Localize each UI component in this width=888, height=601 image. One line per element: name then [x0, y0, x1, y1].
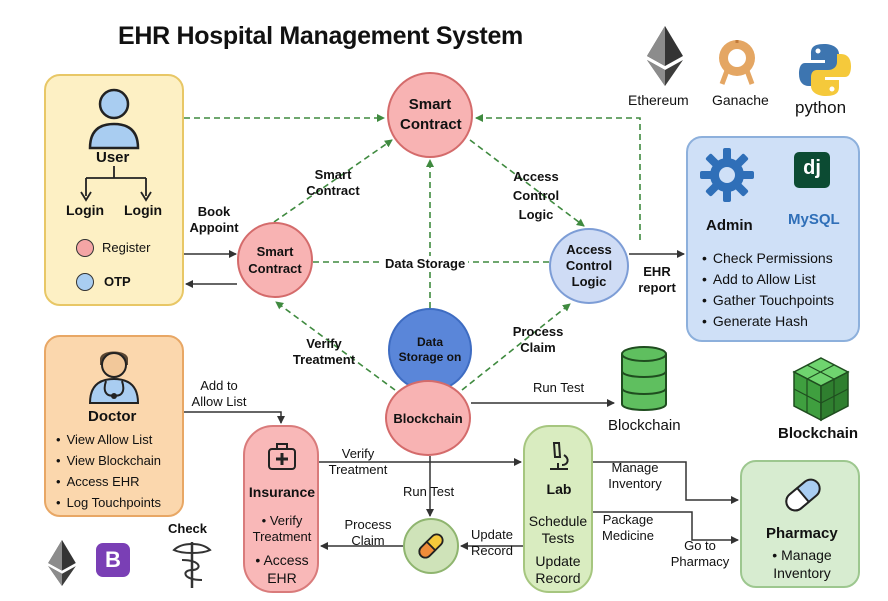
- insurance-title: Insurance: [248, 484, 316, 500]
- admin-item: •Gather Touchpoints: [702, 292, 835, 308]
- edge-label-check: Check: [168, 521, 208, 536]
- lab-item-update: Update Record: [535, 553, 581, 586]
- edge-label-smart-contract: Smart Contract: [306, 167, 360, 198]
- edge-add-allow: [184, 411, 285, 424]
- doctor-item: •View Allow List: [56, 432, 153, 447]
- ethereum-icon: [647, 26, 683, 86]
- doctor-item: •Access EHR: [56, 474, 140, 489]
- edge-label-process-claim-2: Process Claim: [344, 517, 392, 548]
- admin-panel: dj Admin MySQL •Check Permissions •Add t…: [686, 136, 860, 342]
- smart-contract-left-node[interactable]: Smart Contract: [237, 222, 313, 298]
- edge-label-book-appoint: Book Appoint: [189, 204, 239, 235]
- access-control-node[interactable]: Access Control Logic: [549, 228, 629, 304]
- edge-label-manage-inventory: Manage Inventory: [608, 460, 662, 491]
- ethereum-icon: [48, 540, 76, 586]
- ganache-icon: [719, 40, 755, 85]
- ethereum-label: Ethereum: [628, 92, 689, 108]
- doctor-list: •View Allow List •View Blockchain •Acces…: [56, 429, 161, 513]
- doctor-item: •Log Touchpoints: [56, 495, 162, 510]
- insurance-item-verify: • Verify Treatment: [252, 513, 312, 544]
- bootstrap-icon: B: [96, 543, 130, 577]
- edge-label-verify-treatment: Verify Treatment: [292, 336, 356, 367]
- register-label[interactable]: Register: [102, 240, 151, 255]
- user-branch-lines: [80, 166, 152, 202]
- otp-label[interactable]: OTP: [104, 274, 131, 289]
- pharmacy-title: Pharmacy: [766, 525, 838, 542]
- edge-label-data-storage: Data Storage: [382, 256, 469, 272]
- doctor-icon: [88, 351, 140, 404]
- edge-top-to-access: [469, 139, 585, 227]
- capsule-icon: [785, 478, 821, 512]
- admin-item: •Generate Hash: [702, 313, 808, 329]
- admin-title: Admin: [706, 217, 753, 234]
- blockchain-cubes-icon: [792, 357, 850, 422]
- edge-package-medicine: [593, 511, 739, 544]
- lab-item-schedule: Schedule Tests: [528, 513, 588, 546]
- edge-label-process-claim: Process Claim: [512, 324, 564, 355]
- blockchain-node[interactable]: Blockchain: [385, 380, 471, 456]
- data-storage-node[interactable]: Data Storage on: [388, 308, 472, 392]
- edge-label-run-test-2: Run Test: [403, 484, 455, 499]
- edge-label-verify-treatment-2: Verify Treatment: [328, 446, 388, 477]
- doctor-title: Doctor: [88, 408, 137, 425]
- user-panel: User Login Login Register OTP: [44, 74, 184, 306]
- edge-label-update-record: Update Record: [471, 527, 513, 558]
- user-title: User: [96, 149, 130, 166]
- insurance-panel: Insurance • Verify Treatment • Access EH…: [243, 425, 319, 593]
- edge-left-contract-to-top: [273, 139, 393, 223]
- gear-icon: [700, 148, 754, 202]
- admin-item: •Add to Allow List: [702, 271, 816, 287]
- insurance-item-access: • Access EHR: [255, 552, 309, 586]
- medkit-icon: [268, 443, 296, 470]
- doctor-item: •View Blockchain: [56, 453, 161, 468]
- edge-label-run-test: Run Test: [533, 380, 585, 395]
- pharmacy-item: • Manage Inventory: [772, 547, 832, 581]
- cubes-label: Blockchain: [778, 425, 859, 442]
- python-label: python: [795, 98, 847, 117]
- edge-label-package-medicine: Package Medicine: [601, 512, 655, 543]
- mysql-icon: MySQL: [788, 211, 840, 228]
- edge-label-access-control: Access Control Logic: [512, 169, 560, 222]
- database-label: Blockchain: [608, 417, 681, 434]
- django-icon: dj: [794, 152, 830, 188]
- edge-admin-to-contract: [475, 114, 641, 240]
- smart-contract-top-node[interactable]: Smart Contract: [387, 72, 473, 158]
- admin-item: •Check Permissions: [702, 250, 833, 266]
- lab-title: Lab: [546, 481, 572, 497]
- register-dot-icon: [76, 239, 94, 257]
- ganache-label: Ganache: [712, 92, 769, 108]
- otp-dot-icon: [76, 273, 94, 291]
- pharmacy-panel: Pharmacy • Manage Inventory: [740, 460, 860, 588]
- edge-manage-inventory: [593, 461, 739, 504]
- page-title: EHR Hospital Management System: [118, 22, 523, 50]
- pill-node: [403, 518, 459, 574]
- user-icon: [88, 88, 140, 150]
- microscope-icon: [550, 442, 569, 470]
- doctor-panel: Doctor •View Allow List •View Blockchain…: [44, 335, 184, 517]
- edge-label-go-to-pharmacy: Go to Pharmacy: [670, 538, 730, 569]
- edge-blockchain-to-left: [275, 301, 396, 391]
- caduceus-icon: [172, 542, 212, 588]
- edge-blockchain-to-access: [461, 303, 571, 391]
- edge-label-ehr-report: EHR report: [638, 264, 676, 295]
- pill-icon: [418, 533, 444, 559]
- python-icon: [799, 44, 851, 96]
- login-left[interactable]: Login: [66, 202, 105, 218]
- login-right[interactable]: Login: [124, 202, 163, 218]
- database-icon: [621, 346, 667, 411]
- lab-panel: Lab Schedule Tests Update Record: [523, 425, 593, 593]
- edge-label-add-allow-list: Add to Allow List: [191, 378, 247, 409]
- admin-list: •Check Permissions •Add to Allow List •G…: [702, 248, 834, 332]
